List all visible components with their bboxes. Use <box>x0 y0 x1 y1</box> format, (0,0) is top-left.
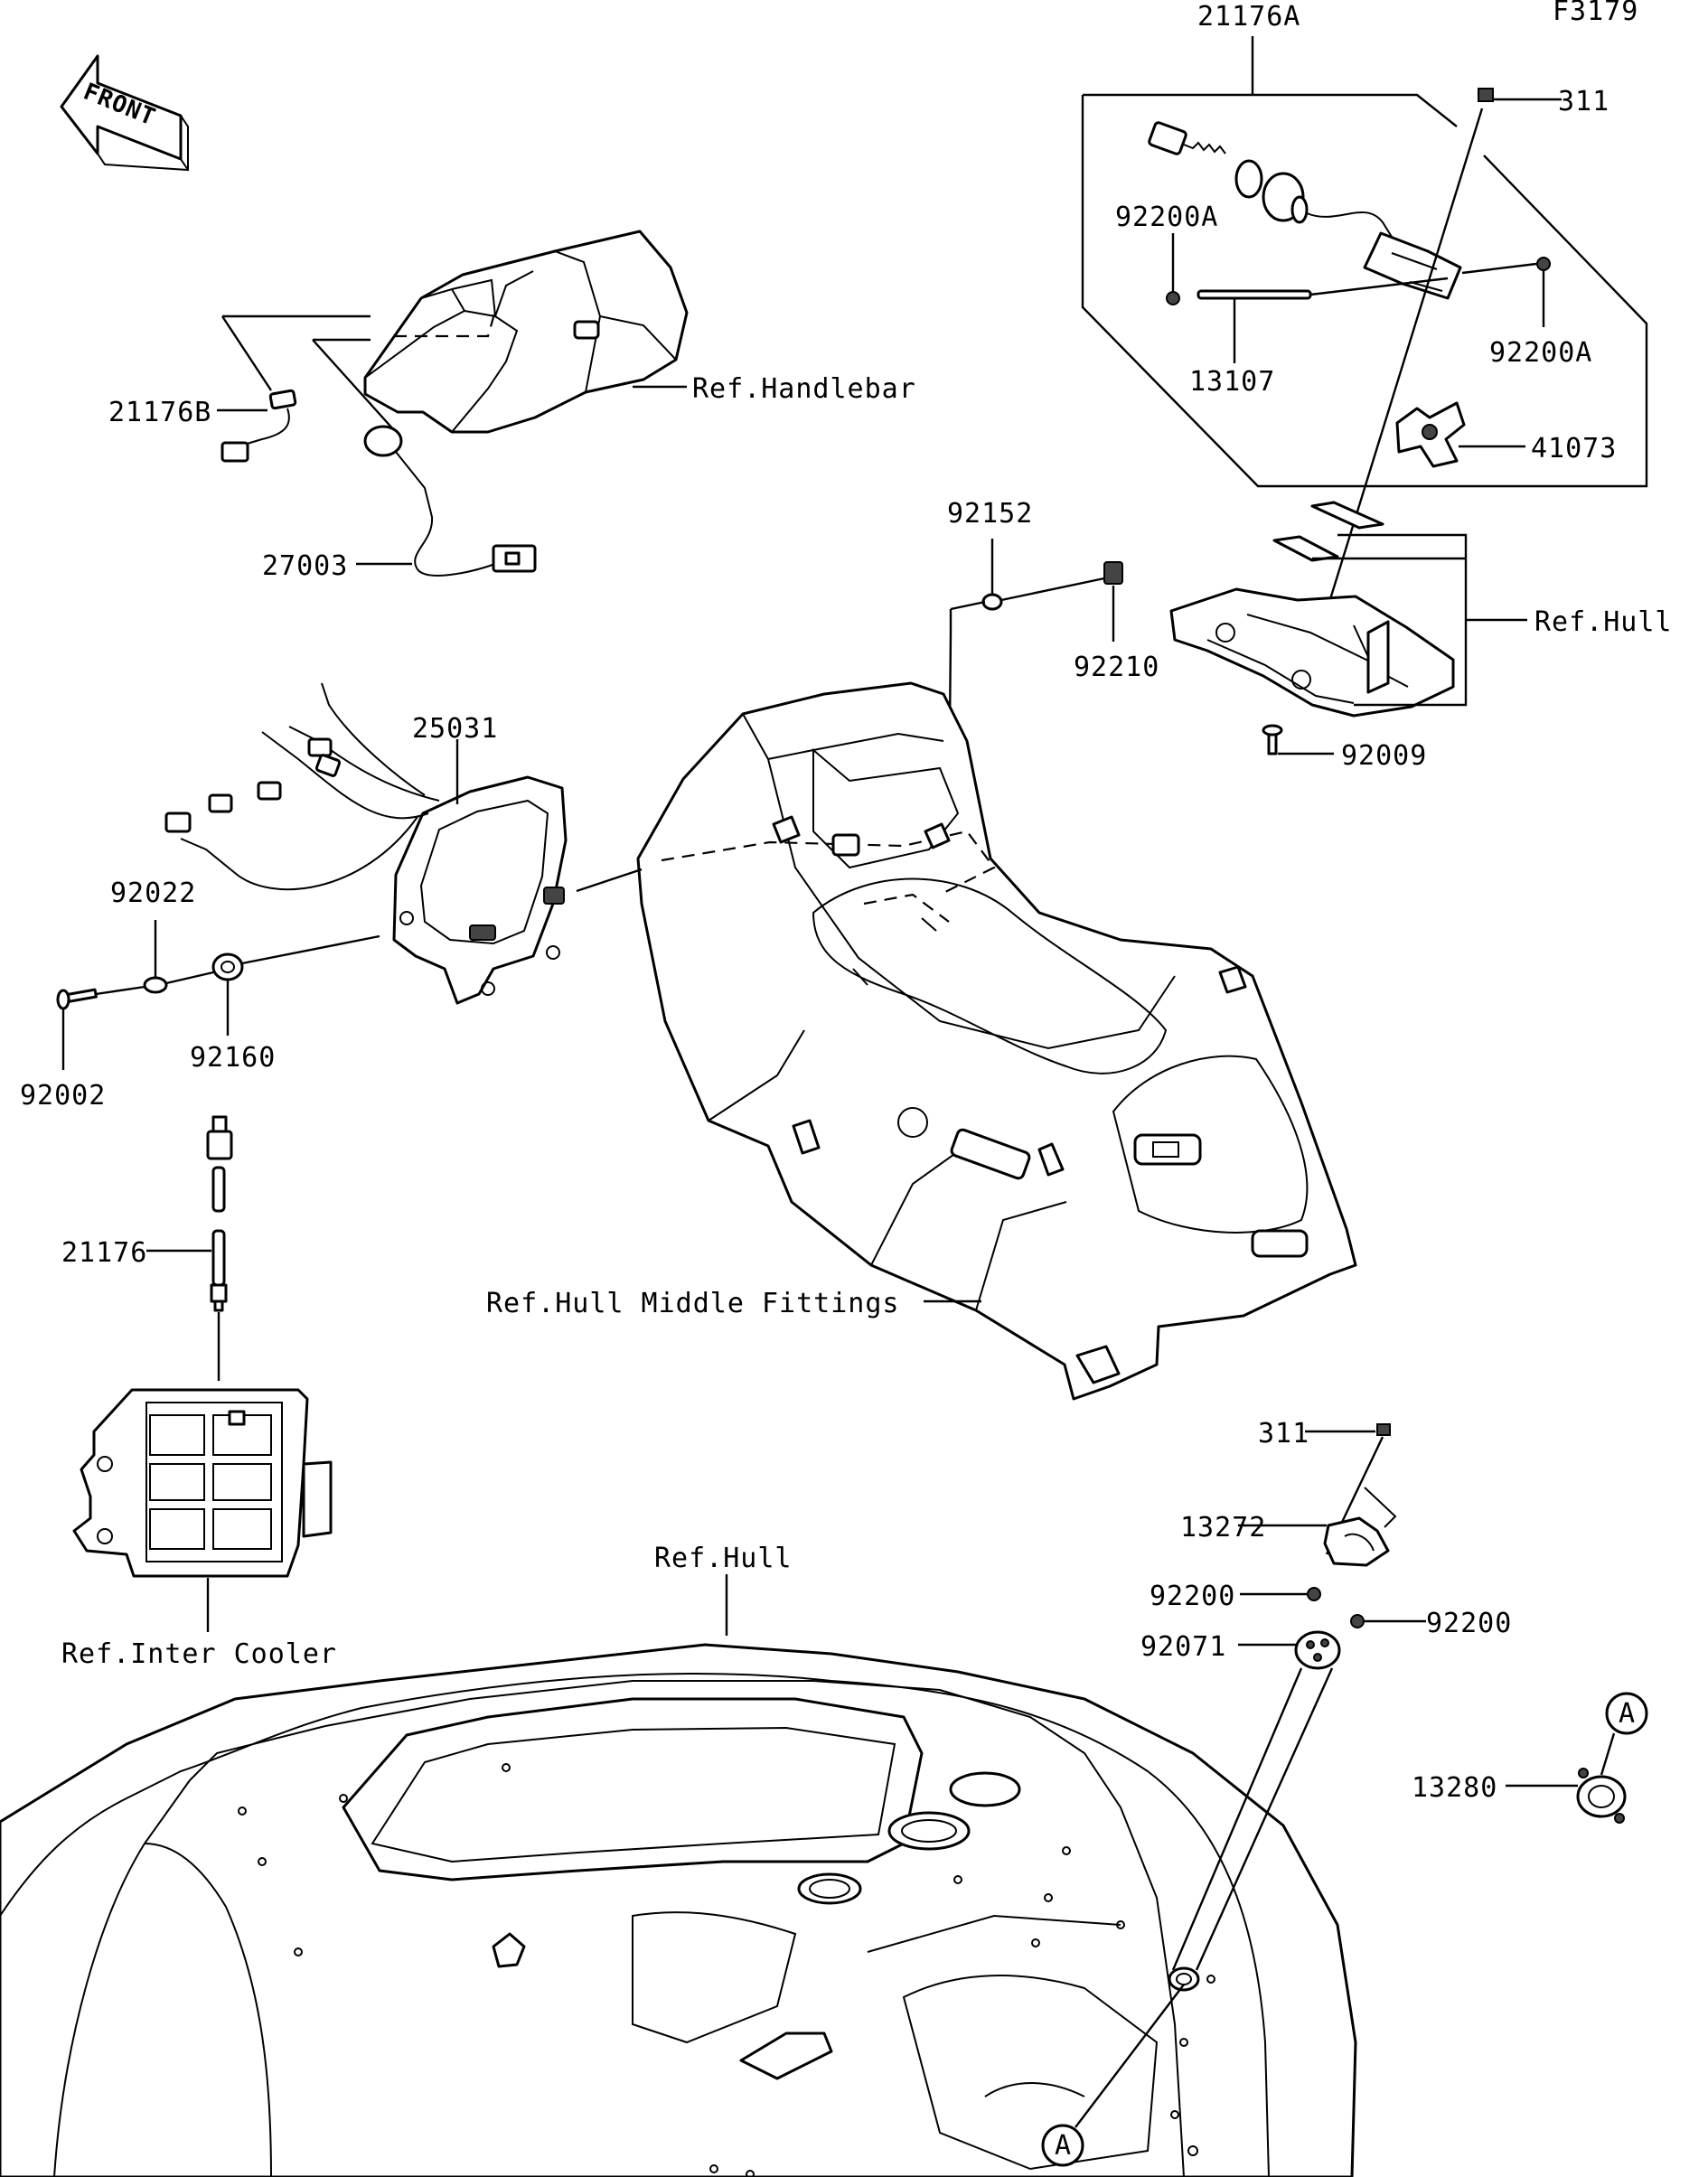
label-41073: 41073 <box>1531 433 1617 464</box>
label-25031: 25031 <box>412 713 498 745</box>
handlebar-cover <box>363 230 689 434</box>
part-311-top <box>1478 88 1494 102</box>
part-13280-plate <box>1576 1768 1627 1824</box>
part-92200-right <box>1350 1614 1365 1628</box>
label-ref-hull-bottom: Ref.Hull <box>654 1543 793 1574</box>
part-92002-screw <box>56 988 98 1010</box>
marker-a-hull-text: A <box>1055 2130 1072 2162</box>
label-92200-left: 92200 <box>1150 1581 1235 1612</box>
marker-a-13280-text: A <box>1619 1698 1636 1730</box>
part-92200A-right <box>1536 257 1551 271</box>
label-92200A-right: 92200A <box>1489 337 1592 369</box>
part-311-bottom <box>1376 1423 1391 1436</box>
part-13107-pin <box>1197 289 1312 300</box>
label-21176A: 21176A <box>1197 1 1300 33</box>
inter-cooler <box>72 1388 333 1578</box>
label-311-bottom: 311 <box>1258 1418 1309 1450</box>
marker-a-hull <box>1041 2124 1084 2167</box>
label-21176: 21176 <box>61 1237 147 1269</box>
label-ref-inter-cooler: Ref.Inter Cooler <box>61 1638 337 1670</box>
figure-code: F3179 <box>1553 0 1638 27</box>
part-92210-nut <box>1103 561 1123 585</box>
marker-a-13280 <box>1605 1692 1648 1735</box>
kit-21176A-box <box>1081 36 1648 488</box>
part-27003-switch <box>363 425 537 577</box>
label-311-top: 311 <box>1558 86 1609 117</box>
label-ref-hull-top: Ref.Hull <box>1534 606 1673 638</box>
label-13272: 13272 <box>1180 1512 1266 1544</box>
part-25031-meter <box>164 682 568 1005</box>
label-92200A-left: 92200A <box>1115 202 1218 233</box>
part-21176-sensor <box>206 1115 233 1312</box>
label-13280: 13280 <box>1412 1772 1497 1804</box>
label-27003: 27003 <box>262 550 348 582</box>
label-ref-handlebar: Ref.Handlebar <box>692 373 916 405</box>
hull-bracket-group <box>1169 501 1455 718</box>
label-92071: 92071 <box>1140 1631 1226 1663</box>
hull-bottom <box>0 1643 1357 2177</box>
part-92160-grommet <box>211 952 244 981</box>
part-41073-key <box>1395 401 1466 468</box>
label-92152: 92152 <box>947 498 1033 530</box>
front-arrow-icon: FRONT <box>60 54 189 172</box>
label-92160: 92160 <box>190 1042 276 1074</box>
label-92022: 92022 <box>110 877 196 909</box>
part-92200-left <box>1307 1587 1321 1601</box>
part-21176B-sensor <box>221 389 297 463</box>
label-13107: 13107 <box>1189 366 1275 398</box>
part-92022-washer <box>143 976 168 994</box>
part-92200A-left <box>1166 291 1180 305</box>
label-21176B: 21176B <box>108 397 211 428</box>
part-92152-clip <box>981 593 1003 611</box>
part-92009-screw <box>1262 724 1283 755</box>
hull-middle-fitting <box>636 681 1357 1401</box>
label-92009: 92009 <box>1341 740 1427 772</box>
part-92071-grommet <box>1294 1630 1341 1670</box>
label-92200-right: 92200 <box>1426 1608 1512 1639</box>
label-92210: 92210 <box>1074 652 1159 683</box>
label-ref-hull-middle: Ref.Hull Middle Fittings <box>486 1288 899 1319</box>
part-13272-bracket <box>1323 1487 1397 1567</box>
label-92002: 92002 <box>20 1080 106 1112</box>
